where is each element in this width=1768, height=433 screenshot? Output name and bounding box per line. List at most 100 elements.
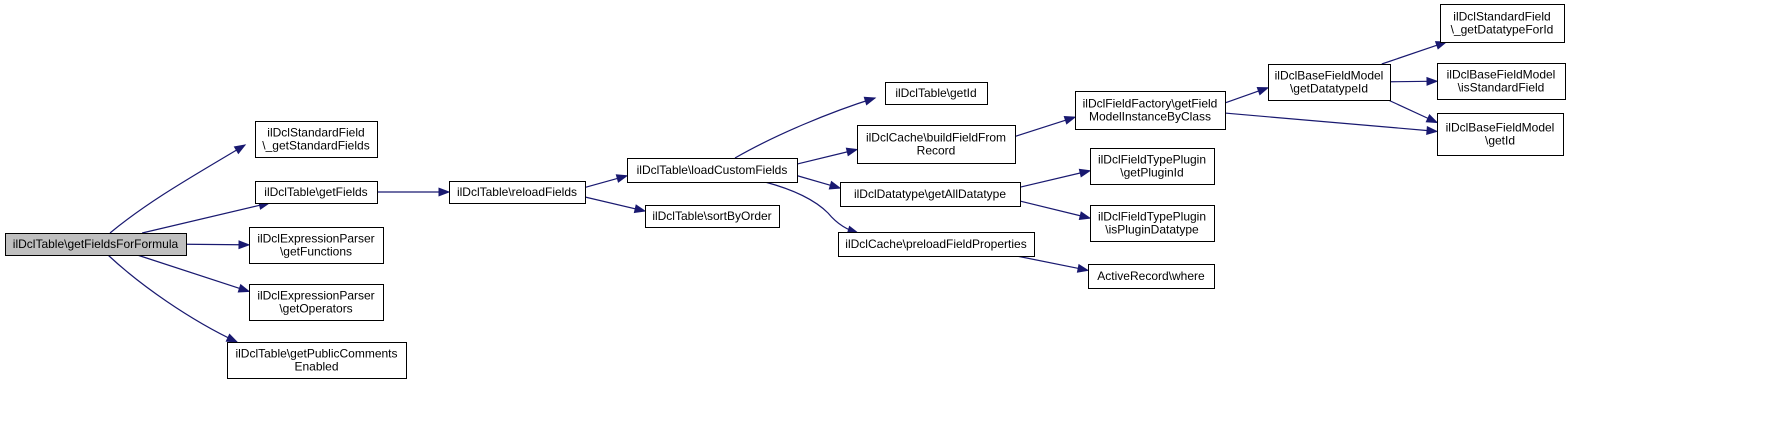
- node-get-fields[interactable]: ilDclTable\getFields: [255, 181, 378, 204]
- node-box-get-operators: [249, 284, 384, 321]
- node-box-load-custom-fields: [627, 158, 798, 183]
- node-label-get-operators-line-2: \getOperators: [279, 302, 352, 316]
- edge-arrowhead-get-datatype-id-to-is-standard-field: [1426, 76, 1439, 86]
- call-edge-preload-field-properties-to-where: [1016, 255, 1080, 270]
- node-box-get-plugin-id: [1090, 148, 1215, 185]
- node-label-get-operators-line-1: ilDclExpressionParser: [257, 289, 374, 303]
- edge-arrowhead-reload-fields-to-sort-by-order: [633, 204, 647, 214]
- edge-arrowhead-get-field-model-instance-by-class-to-base-get-id: [1426, 125, 1439, 136]
- node-label-is-standard-field-line-2: \isStandardField: [1458, 81, 1545, 95]
- node-label-get-datatype-for-id-line-1: ilDclStandardField: [1453, 10, 1550, 24]
- node-label-get-all-datatype: ilDclDatatype\getAllDatatype: [854, 187, 1006, 201]
- edge-arrowhead-load-custom-fields-to-get-id: [863, 96, 877, 106]
- call-edge-get-field-model-instance-by-class-to-base-get-id: [1224, 112, 1429, 132]
- call-edge-get-fields-for-formula-to-get-fields: [142, 204, 261, 234]
- node-label-get-plugin-id-line-1: ilDclFieldTypePlugin: [1098, 153, 1206, 167]
- node-label-reload-fields: ilDclTable\reloadFields: [457, 185, 577, 199]
- call-edge-get-datatype-id-to-get-datatype-for-id: [1381, 44, 1438, 65]
- node-label-get-field-model-instance-by-class-line-1: ilDclFieldFactory\getField: [1083, 97, 1218, 111]
- node-label-get-fields-for-formula: ilDclTable\getFieldsForFormula: [13, 237, 179, 251]
- call-edge-load-custom-fields-to-get-id: [734, 97, 876, 159]
- node-box-get-all-datatype: [840, 182, 1021, 207]
- node-is-plugin-datatype[interactable]: ilDclFieldTypePlugin\isPluginDatatype: [1090, 205, 1215, 242]
- node-get-operators[interactable]: ilDclExpressionParser\getOperators: [249, 284, 384, 321]
- node-label-build-field-from-record-line-2: Record: [917, 144, 956, 158]
- call-edge-reload-fields-to-sort-by-order: [584, 196, 637, 210]
- node-box-get-functions: [249, 227, 384, 264]
- edge-arrowhead-load-custom-fields-to-build-field-from-record: [845, 147, 859, 157]
- edge-arrowhead-reload-fields-to-load-custom-fields: [615, 174, 629, 183]
- edge-arrowhead-get-fields-for-formula-to-get-operators: [237, 283, 251, 293]
- node-label-where: ActiveRecord\where: [1097, 269, 1205, 283]
- node-label-get-public-comments-enabled-line-1: ilDclTable\getPublicComments: [235, 347, 397, 361]
- node-box-preload-field-properties: [838, 232, 1035, 257]
- node-get-datatype-for-id[interactable]: ilDclStandardField\_getDatatypeForId: [1440, 4, 1565, 43]
- node-get-field-model-instance-by-class[interactable]: ilDclFieldFactory\getFieldModelInstanceB…: [1075, 91, 1226, 130]
- call-edge-load-custom-fields-to-get-all-datatype: [796, 175, 832, 187]
- node-load-custom-fields[interactable]: ilDclTable\loadCustomFields: [627, 158, 798, 183]
- node-label-is-plugin-datatype-line-1: ilDclFieldTypePlugin: [1098, 210, 1206, 224]
- node-label-is-plugin-datatype-line-2: \isPluginDatatype: [1105, 223, 1199, 237]
- call-edge-build-field-from-record-to-get-field-model-instance-by-class: [1014, 119, 1067, 138]
- node-box-get-id: [885, 82, 988, 105]
- node-label-is-standard-field-line-1: ilDclBaseFieldModel: [1447, 68, 1556, 82]
- call-edge-get-datatype-id-to-base-get-id: [1387, 99, 1430, 120]
- edge-arrowhead-get-datatype-id-to-base-get-id: [1425, 113, 1439, 124]
- edge-arrowhead-get-fields-to-reload-fields: [438, 187, 451, 197]
- call-graph-edges: [107, 41, 1448, 343]
- node-box-get-public-comments-enabled: [227, 342, 407, 379]
- node-box-build-field-from-record: [857, 125, 1016, 164]
- node-box-reload-fields: [449, 181, 586, 204]
- node-preload-field-properties[interactable]: ilDclCache\preloadFieldProperties: [838, 232, 1035, 257]
- node-box-get-fields-for-formula: [5, 233, 187, 256]
- edge-arrowhead-load-custom-fields-to-get-all-datatype: [828, 180, 842, 190]
- edge-arrowhead-get-fields-for-formula-to-get-public-comments-enabled: [225, 333, 239, 343]
- node-label-get-functions-line-1: ilDclExpressionParser: [257, 232, 374, 246]
- node-box-get-field-model-instance-by-class: [1075, 91, 1226, 130]
- node-label-get-public-comments-enabled-line-2: Enabled: [294, 360, 338, 374]
- node-box-where: [1088, 264, 1215, 289]
- edge-arrowhead-build-field-from-record-to-get-field-model-instance-by-class: [1063, 116, 1077, 125]
- node-get-standard-fields[interactable]: ilDclStandardField\_getStandardFields: [255, 121, 378, 158]
- node-where[interactable]: ActiveRecord\where: [1088, 264, 1215, 289]
- node-label-get-id: ilDclTable\getId: [895, 86, 976, 100]
- node-label-build-field-from-record-line-1: ilDclCache\buildFieldFrom: [866, 131, 1006, 145]
- node-get-datatype-id[interactable]: ilDclBaseFieldModel\getDatatypeId: [1268, 64, 1391, 101]
- node-get-plugin-id[interactable]: ilDclFieldTypePlugin\getPluginId: [1090, 148, 1215, 185]
- node-label-get-datatype-for-id-line-2: \_getDatatypeForId: [1451, 23, 1554, 37]
- node-box-sort-by-order: [645, 205, 780, 228]
- edge-arrowhead-preload-field-properties-to-where: [1076, 263, 1090, 273]
- node-label-get-standard-fields-line-2: \_getStandardFields: [262, 139, 369, 153]
- node-label-sort-by-order: ilDclTable\sortByOrder: [652, 209, 771, 223]
- node-box-get-datatype-for-id: [1440, 4, 1565, 43]
- node-base-get-id[interactable]: ilDclBaseFieldModel\getId: [1437, 113, 1564, 156]
- node-get-id[interactable]: ilDclTable\getId: [885, 82, 988, 105]
- call-edge-get-fields-for-formula-to-get-public-comments-enabled: [107, 254, 238, 343]
- node-label-get-plugin-id-line-2: \getPluginId: [1120, 166, 1183, 180]
- node-sort-by-order[interactable]: ilDclTable\sortByOrder: [645, 205, 780, 228]
- edge-arrowhead-get-all-datatype-to-get-plugin-id: [1078, 168, 1092, 178]
- call-edge-get-all-datatype-to-get-plugin-id: [1019, 172, 1082, 188]
- node-get-fields-for-formula[interactable]: ilDclTable\getFieldsForFormula: [5, 233, 187, 256]
- node-label-get-functions-line-2: \getFunctions: [280, 245, 352, 259]
- node-label-base-get-id-line-1: ilDclBaseFieldModel: [1446, 121, 1555, 135]
- node-is-standard-field[interactable]: ilDclBaseFieldModel\isStandardField: [1437, 63, 1566, 100]
- call-edge-get-fields-for-formula-to-get-standard-fields: [109, 144, 246, 234]
- node-box-is-standard-field: [1437, 63, 1566, 100]
- call-graph-nodes: ilDclTable\getFieldsForFormula ilDclStand…: [5, 4, 1566, 379]
- edge-arrowhead-get-fields-for-formula-to-get-functions: [238, 240, 251, 250]
- node-label-preload-field-properties: ilDclCache\preloadFieldProperties: [845, 237, 1026, 251]
- node-label-load-custom-fields: ilDclTable\loadCustomFields: [637, 163, 788, 177]
- node-reload-fields[interactable]: ilDclTable\reloadFields: [449, 181, 586, 204]
- edge-arrowhead-get-all-datatype-to-is-plugin-datatype: [1078, 211, 1092, 221]
- node-get-functions[interactable]: ilDclExpressionParser\getFunctions: [249, 227, 384, 264]
- node-label-get-datatype-id-line-2: \getDatatypeId: [1290, 82, 1368, 96]
- call-edge-load-custom-fields-to-build-field-from-record: [796, 151, 849, 165]
- node-get-all-datatype[interactable]: ilDclDatatype\getAllDatatype: [840, 182, 1021, 207]
- edge-arrowhead-get-field-model-instance-by-class-to-get-datatype-id: [1256, 86, 1270, 96]
- node-label-get-fields: ilDclTable\getFields: [264, 185, 367, 199]
- node-label-get-field-model-instance-by-class-line-2: ModelInstanceByClass: [1089, 110, 1211, 124]
